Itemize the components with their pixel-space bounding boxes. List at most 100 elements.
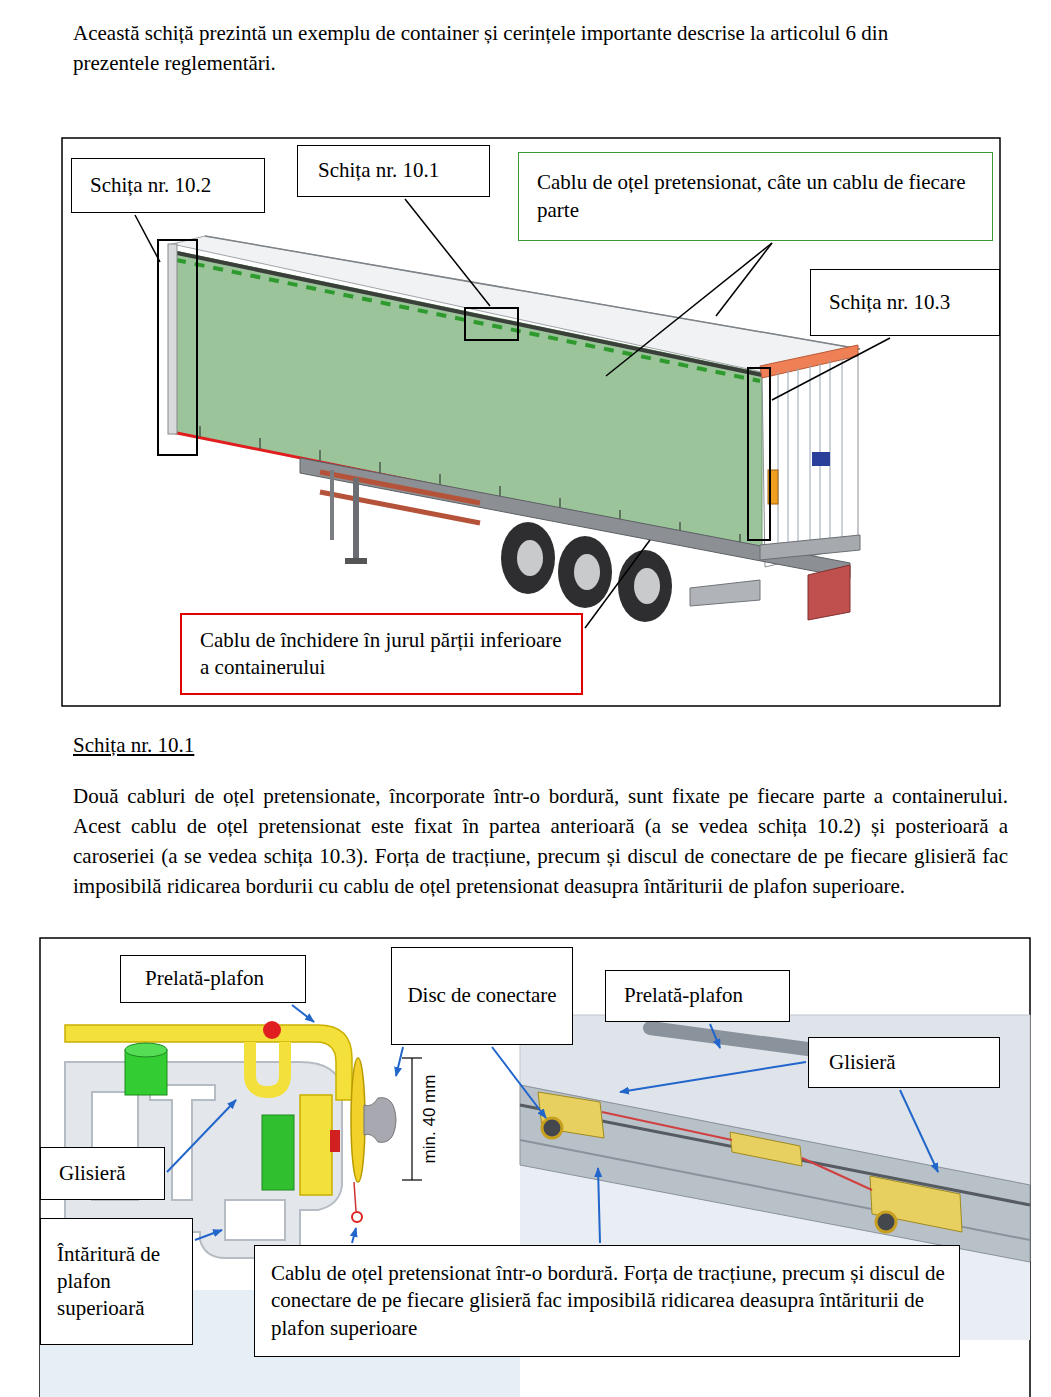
rail-illustration [650,1028,830,1052]
callout-box: Cablu de oțel pretensionat, câte un cabl… [518,152,993,241]
callout-box: Cablu de oțel pretensionat într-o bordur… [254,1245,960,1357]
leader-arrow [352,1228,356,1243]
rail-illustration [870,1176,962,1232]
leader-line [716,243,772,316]
detail-highlight [158,240,770,540]
rail-illustration [538,1092,604,1138]
section-illustration [351,1058,365,1182]
description-paragraph: Două cabluri de oțel pretensionate, înco… [73,781,1008,901]
trailer-illustration [172,252,762,375]
rail-illustration [802,1158,872,1190]
frame [62,138,1000,706]
trailer-illustration [778,372,779,562]
trailer-illustration [760,345,858,378]
leader-arrow [598,1168,600,1243]
trailer-illustration [439,474,441,485]
leader-line [606,243,772,376]
leader-arrow [195,1230,222,1240]
section-illustration [125,1043,167,1057]
trailer-illustration [760,535,860,560]
trailer-illustration [558,536,612,608]
box-text: Prelată-plafon [145,965,293,992]
detail-highlight [465,308,518,340]
dimension-line [402,1058,422,1180]
leader-line [585,540,650,628]
trailer-illustration [330,470,334,540]
frame [40,938,1030,1397]
trailer-illustration [618,550,672,622]
section-illustration [364,1098,396,1143]
rail-illustration [876,1212,896,1232]
section-illustration [225,1200,285,1240]
trailer-illustration [353,478,359,560]
box-text: Cablu de închidere în jurul părții infer… [200,627,569,682]
trailer-illustration [168,236,860,622]
detail-highlight [748,368,770,540]
callout-box: Cablu de închidere în jurul părții infer… [180,613,583,695]
trailer-illustration [259,438,261,449]
callout-box: Întăritură de plafon superioară [40,1218,193,1345]
box-text: Glisieră [829,1049,987,1076]
trailer-illustration [812,452,830,466]
section-illustration [65,1025,352,1100]
section-illustration [354,1182,356,1211]
frame [40,138,1030,1397]
box-text: Cablu de oțel pretensionat, câte un cabl… [537,169,980,224]
section-illustration [263,1021,281,1039]
callout-box: Disc de conectare [391,947,573,1045]
trailer-illustration [319,450,321,461]
callout-box: Glisieră [808,1037,1000,1088]
rail-illustration [602,1112,732,1140]
leader-arrow [167,1100,236,1172]
section-heading: Schița nr. 10.1 [73,730,194,760]
leader-arrow [900,1090,938,1172]
trailer-illustration [501,522,555,594]
leader-arrow [710,1024,720,1048]
rail-illustration [730,1132,802,1166]
trailer-illustration [842,358,843,548]
trailer-illustration [379,462,381,473]
leader-arrow [292,1005,314,1022]
leader-line [135,199,890,628]
leader-arrow [492,1047,546,1118]
trailer-illustration [808,565,850,620]
callout-box: Schița nr. 10.3 [810,269,1000,336]
trailer-illustration [199,426,201,437]
section-illustration [300,1095,332,1195]
dimension-line [411,1058,412,1180]
leader-line [772,338,890,400]
callout-box: Schița nr. 10.1 [297,145,490,197]
box-text: Disc de conectare [404,982,560,1009]
section-illustration [262,1115,294,1190]
box-text: Glisieră [59,1160,152,1187]
trailer-illustration [170,250,762,552]
trailer-illustration [499,486,501,497]
trailer-illustration [517,540,543,576]
trailer-illustration [634,568,660,604]
leader-line [135,215,160,262]
box-text: Schița nr. 10.3 [829,289,987,316]
section-illustration [330,1130,340,1152]
rail-illustration [542,1118,562,1138]
section-illustration [250,1042,285,1092]
intro-note: Această schiță prezintă un exemplu de co… [73,18,903,78]
section-illustration [352,1212,362,1222]
box-text: Prelată-plafon [624,982,777,1009]
rail-illustration [520,1085,1030,1262]
box-text: Schița nr. 10.2 [90,172,252,199]
callout-box: Prelată-plafon [605,970,790,1022]
box-text: Cablu de oțel pretensionat într-o bordur… [271,1260,947,1342]
box-text: Întăritură de plafon superioară [57,1241,180,1323]
leader-arrow [620,1062,806,1092]
callout-box: Prelată-plafon [120,955,306,1003]
box-text: Schița nr. 10.1 [318,157,477,184]
trailer-illustration [320,492,480,523]
trailer-illustration [788,370,789,560]
dimension-label: min. 40 mm [420,1073,440,1166]
leader-line [405,199,490,306]
callout-box: Glisieră [40,1147,165,1200]
trailer-illustration [345,558,367,564]
trailer-illustration [762,352,858,567]
trailer-illustration [810,365,811,555]
